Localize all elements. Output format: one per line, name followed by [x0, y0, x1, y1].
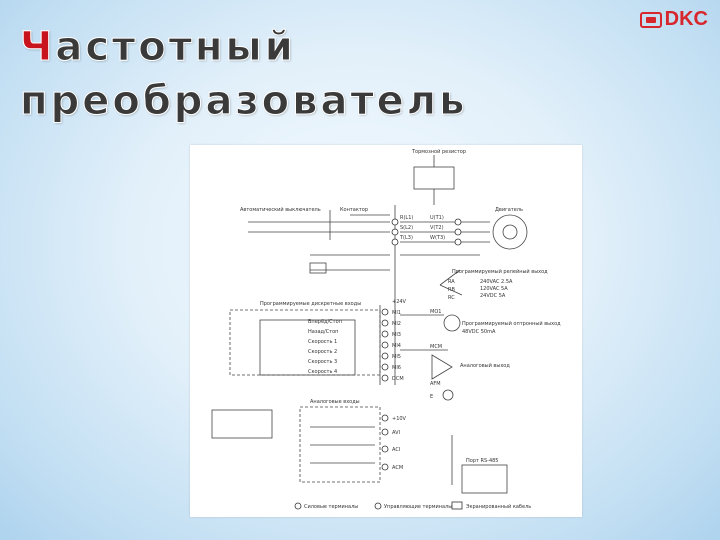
supply-value: +24V: [392, 299, 407, 305]
terminal-mo1: MO1: [430, 309, 441, 315]
contactor-label: Контактор: [340, 207, 368, 213]
dkc-logo-text: DKC: [664, 8, 708, 30]
analog-inputs-label: Аналоговые входы: [310, 399, 360, 405]
terminal-afm: AFM: [430, 381, 441, 387]
terminal-mi3: MI3: [392, 332, 401, 338]
input-name-1: Вперёд/Стоп: [308, 319, 342, 325]
input-name-4: Скорость 2: [308, 349, 337, 355]
opto-value: 48VDC 50mA: [462, 329, 496, 335]
prog-inputs-label: Программируемые дискретные входы: [260, 301, 361, 307]
terminal-r: R(L1): [400, 215, 413, 221]
terminal-mi5: MI5: [392, 354, 401, 360]
title-first-letter: Ч: [19, 24, 56, 71]
terminal-mi4: MI4: [392, 343, 401, 349]
terminal-acm: ACM: [392, 465, 403, 471]
legend-shielded: Экранированный кабель: [466, 503, 531, 510]
terminal-rc: RC: [448, 295, 455, 301]
terminal-ra: RA: [448, 279, 455, 285]
motor-label: Двигатель: [495, 207, 523, 213]
relay-value-1: 240VAC 2.5A: [480, 279, 513, 285]
terminal-mi2: MI2: [392, 321, 401, 327]
wiring-diagram: Тормозной резистор Автоматический выключ…: [190, 145, 582, 517]
terminal-e: E: [430, 394, 433, 400]
terminal-mcm: MCM: [430, 344, 442, 350]
terminal-dcm: DCM: [392, 376, 404, 382]
terminal-u: U(T1): [430, 215, 444, 221]
legend-control-circuit: Управляющие терминалы: [384, 504, 452, 510]
input-name-2: Назад/Стоп: [308, 329, 338, 335]
dkc-logo-icon: [639, 11, 662, 28]
terminal-10v: +10V: [392, 416, 407, 422]
legend-main-circuit: Силовые терминалы: [304, 504, 358, 510]
analog-out-label: Аналоговый выход: [460, 362, 510, 369]
title-line-1: Частотный: [19, 20, 467, 74]
input-name-5: Скорость 3: [308, 359, 337, 365]
opto-out-label: Программируемый оптронный выход: [462, 320, 561, 327]
relay-out-label: Программируемый релейный выход: [452, 268, 548, 275]
title-line-1-rest: астотный: [55, 24, 296, 71]
terminal-mi1: MI1: [392, 310, 401, 316]
terminal-w: W(T3): [430, 235, 445, 241]
terminal-v: V(T2): [430, 225, 444, 231]
rs485-label: Порт RS-485: [466, 458, 499, 464]
breaker-label: Автоматический выключатель: [240, 206, 321, 213]
relay-value-2: 120VAC 5A: [480, 286, 508, 292]
dkc-logo: DKC: [639, 8, 708, 31]
brake-unit-label: Тормозной резистор: [411, 148, 466, 155]
input-name-3: Скорость 1: [308, 339, 337, 345]
terminal-avi: AVI: [392, 430, 400, 436]
terminal-s: S(L2): [400, 225, 413, 231]
terminal-t: T(L3): [399, 235, 413, 241]
relay-value-3: 24VDC 5A: [480, 293, 506, 299]
title-line-2: преобразователь: [19, 78, 468, 125]
terminal-rb: RB: [448, 287, 455, 293]
terminal-aci: ACI: [392, 447, 400, 453]
slide-title: Частотный преобразователь: [19, 20, 468, 128]
terminal-mi6: MI6: [392, 365, 401, 371]
input-name-6: Скорость 4: [308, 369, 337, 375]
wiring-diagram-svg: Тормозной резистор Автоматический выключ…: [211, 148, 561, 510]
